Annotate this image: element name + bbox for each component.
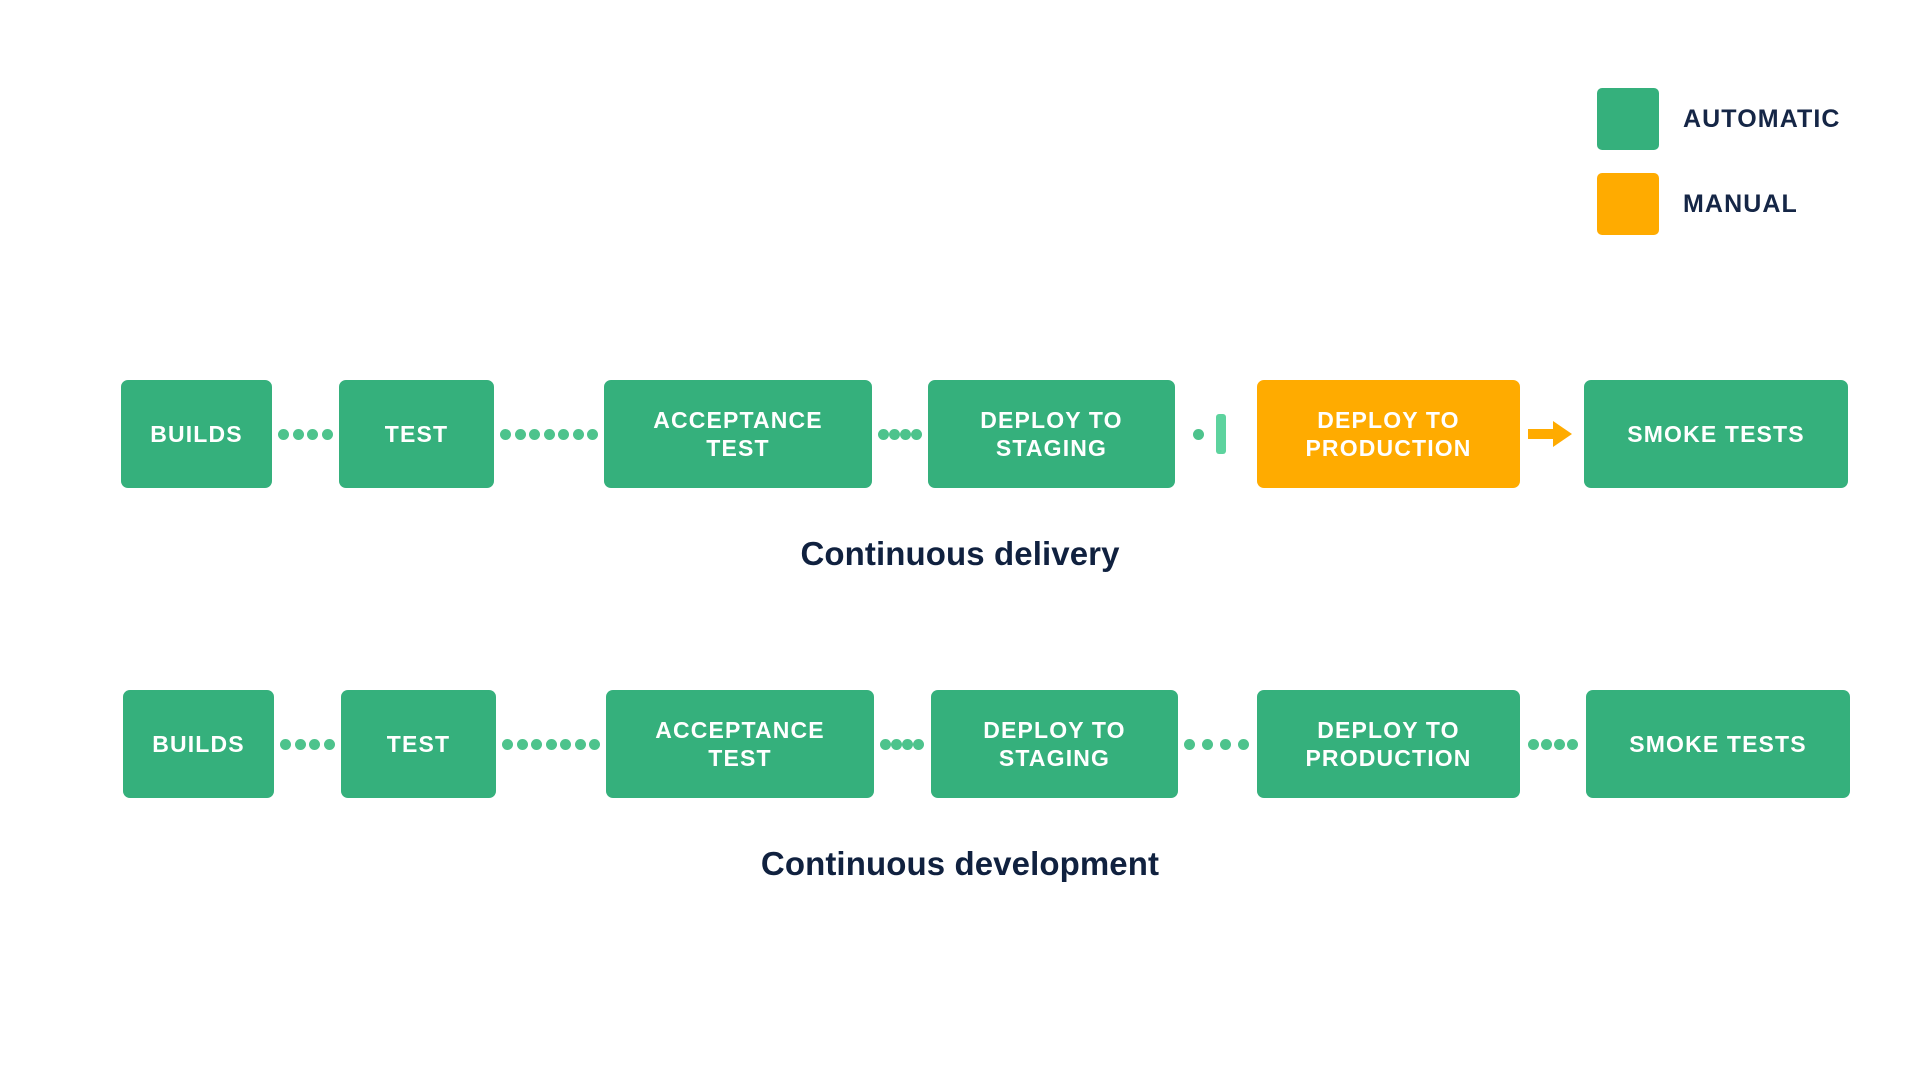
connector-dot-icon xyxy=(502,738,513,750)
legend: AUTOMATIC MANUAL xyxy=(1597,88,1841,235)
connector-dot-icon xyxy=(1238,738,1249,750)
orange-square-icon xyxy=(1597,173,1659,235)
connector-dot-icon xyxy=(889,428,900,440)
connector-dot-icon xyxy=(514,428,526,440)
connector-dots-acceptance-test-to-deploy-to-staging xyxy=(878,428,922,440)
stage-label: DEPLOY TO STAGING xyxy=(980,406,1123,461)
connector-dot-icon xyxy=(589,738,600,750)
stage-box-test[interactable]: TEST xyxy=(341,690,496,798)
connector-dot-icon xyxy=(558,428,569,440)
gate-bar-icon xyxy=(1216,414,1226,454)
stage-box-deploy-to-staging[interactable]: DEPLOY TO STAGING xyxy=(928,380,1175,488)
legend-item-automatic: AUTOMATIC xyxy=(1597,88,1841,150)
connector-dot-icon xyxy=(878,428,889,440)
connector-dot-icon xyxy=(321,428,333,440)
connector-dot-icon xyxy=(1567,738,1578,750)
connector-dot-icon xyxy=(911,428,922,440)
stage-label: DEPLOY TO STAGING xyxy=(983,716,1126,771)
connector-dot-icon xyxy=(913,738,924,750)
stage-label: DEPLOY TO PRODUCTION xyxy=(1305,406,1472,461)
legend-label-manual: MANUAL xyxy=(1683,189,1798,218)
stage-label: TEST xyxy=(384,420,449,447)
pipeline-track: BUILDS TEST ACCEPTANCE TEST DEPLOY TO STAGI… xyxy=(0,690,1920,798)
stage-label: TEST xyxy=(386,730,451,757)
stage-box-deploy-to-production[interactable]: DEPLOY TO PRODUCTION xyxy=(1257,380,1520,488)
connector-dot-icon xyxy=(1184,738,1195,750)
connector-dot-icon xyxy=(543,428,555,440)
connector-dots-builds-to-test xyxy=(280,738,335,750)
connector-dot-icon xyxy=(574,738,586,750)
connector-dot-icon xyxy=(278,428,289,440)
stage-box-smoke-tests[interactable]: SMOKE TESTS xyxy=(1584,380,1848,488)
connector-dots-test-to-acceptance-test xyxy=(500,428,598,440)
connector-dot-icon xyxy=(587,428,598,440)
connector-dots-test-to-acceptance-test xyxy=(502,738,600,750)
connector-dot-icon xyxy=(292,428,304,440)
stage-box-acceptance-test[interactable]: ACCEPTANCE TEST xyxy=(606,690,874,798)
connector-dot-icon xyxy=(500,428,511,440)
manual-gate-marker-icon xyxy=(1193,414,1226,454)
connector-dots-acceptance-test-to-deploy-to-staging xyxy=(880,738,924,750)
connector-dot-icon xyxy=(529,428,540,440)
pipeline-continuous-development: BUILDS TEST ACCEPTANCE TEST DEPLOY TO STAGI… xyxy=(0,690,1920,798)
connector-dot-icon xyxy=(1220,738,1231,750)
stage-label: BUILDS xyxy=(152,730,245,757)
pipeline-caption-continuous-development: Continuous development xyxy=(760,845,1160,882)
pipeline-track: BUILDS TEST ACCEPTANCE TEST DEPLOY TO STAGI… xyxy=(0,380,1920,488)
connector-dot-icon xyxy=(1528,738,1539,750)
connector-dot-icon xyxy=(902,738,913,750)
stage-box-builds[interactable]: BUILDS xyxy=(121,380,272,488)
connector-dot-icon xyxy=(323,738,335,750)
stage-label: BUILDS xyxy=(150,420,243,447)
stage-label: ACCEPTANCE TEST xyxy=(655,716,825,771)
connector-dot-icon xyxy=(1541,738,1552,750)
connector-dot-icon xyxy=(531,738,542,750)
green-square-icon xyxy=(1597,88,1659,150)
connector-dot-icon xyxy=(900,428,911,440)
connector-dot-icon xyxy=(1193,428,1204,440)
connector-dot-icon xyxy=(545,738,557,750)
pipeline-continuous-delivery: BUILDS TEST ACCEPTANCE TEST DEPLOY TO STAGI… xyxy=(0,380,1920,488)
stage-box-smoke-tests[interactable]: SMOKE TESTS xyxy=(1586,690,1850,798)
stage-label: DEPLOY TO PRODUCTION xyxy=(1305,716,1472,771)
connector-dot-icon xyxy=(560,738,571,750)
connector-dot-icon xyxy=(880,738,891,750)
connector-dot-icon xyxy=(516,738,528,750)
stage-label: ACCEPTANCE TEST xyxy=(653,406,823,461)
connector-dot-icon xyxy=(1554,738,1565,750)
stage-box-acceptance-test[interactable]: ACCEPTANCE TEST xyxy=(604,380,872,488)
connector-dot-icon xyxy=(572,428,584,440)
legend-item-manual: MANUAL xyxy=(1597,173,1841,235)
stage-box-deploy-to-staging[interactable]: DEPLOY TO STAGING xyxy=(931,690,1178,798)
stage-box-deploy-to-production[interactable]: DEPLOY TO PRODUCTION xyxy=(1257,690,1520,798)
connector-dots-deploy-to-staging-to-deploy-to-production xyxy=(1184,738,1249,750)
legend-label-automatic: AUTOMATIC xyxy=(1683,104,1841,133)
pipeline-caption-continuous-delivery: Continuous delivery xyxy=(800,535,1120,572)
connector-dot-icon xyxy=(307,428,319,440)
stage-label: SMOKE TESTS xyxy=(1629,730,1807,757)
stage-box-builds[interactable]: BUILDS xyxy=(123,690,274,798)
connector-dot-icon xyxy=(294,738,306,750)
stage-label: SMOKE TESTS xyxy=(1627,420,1805,447)
stage-box-test[interactable]: TEST xyxy=(339,380,494,488)
connector-dots-builds-to-test xyxy=(278,428,333,440)
connector-dot-icon xyxy=(891,738,902,750)
connector-dots-deploy-to-production-to-smoke-tests xyxy=(1528,738,1578,750)
arrow-right-icon xyxy=(1528,419,1572,449)
connector-dot-icon xyxy=(1202,738,1213,750)
connector-dot-icon xyxy=(309,738,321,750)
connector-dot-icon xyxy=(280,738,291,750)
